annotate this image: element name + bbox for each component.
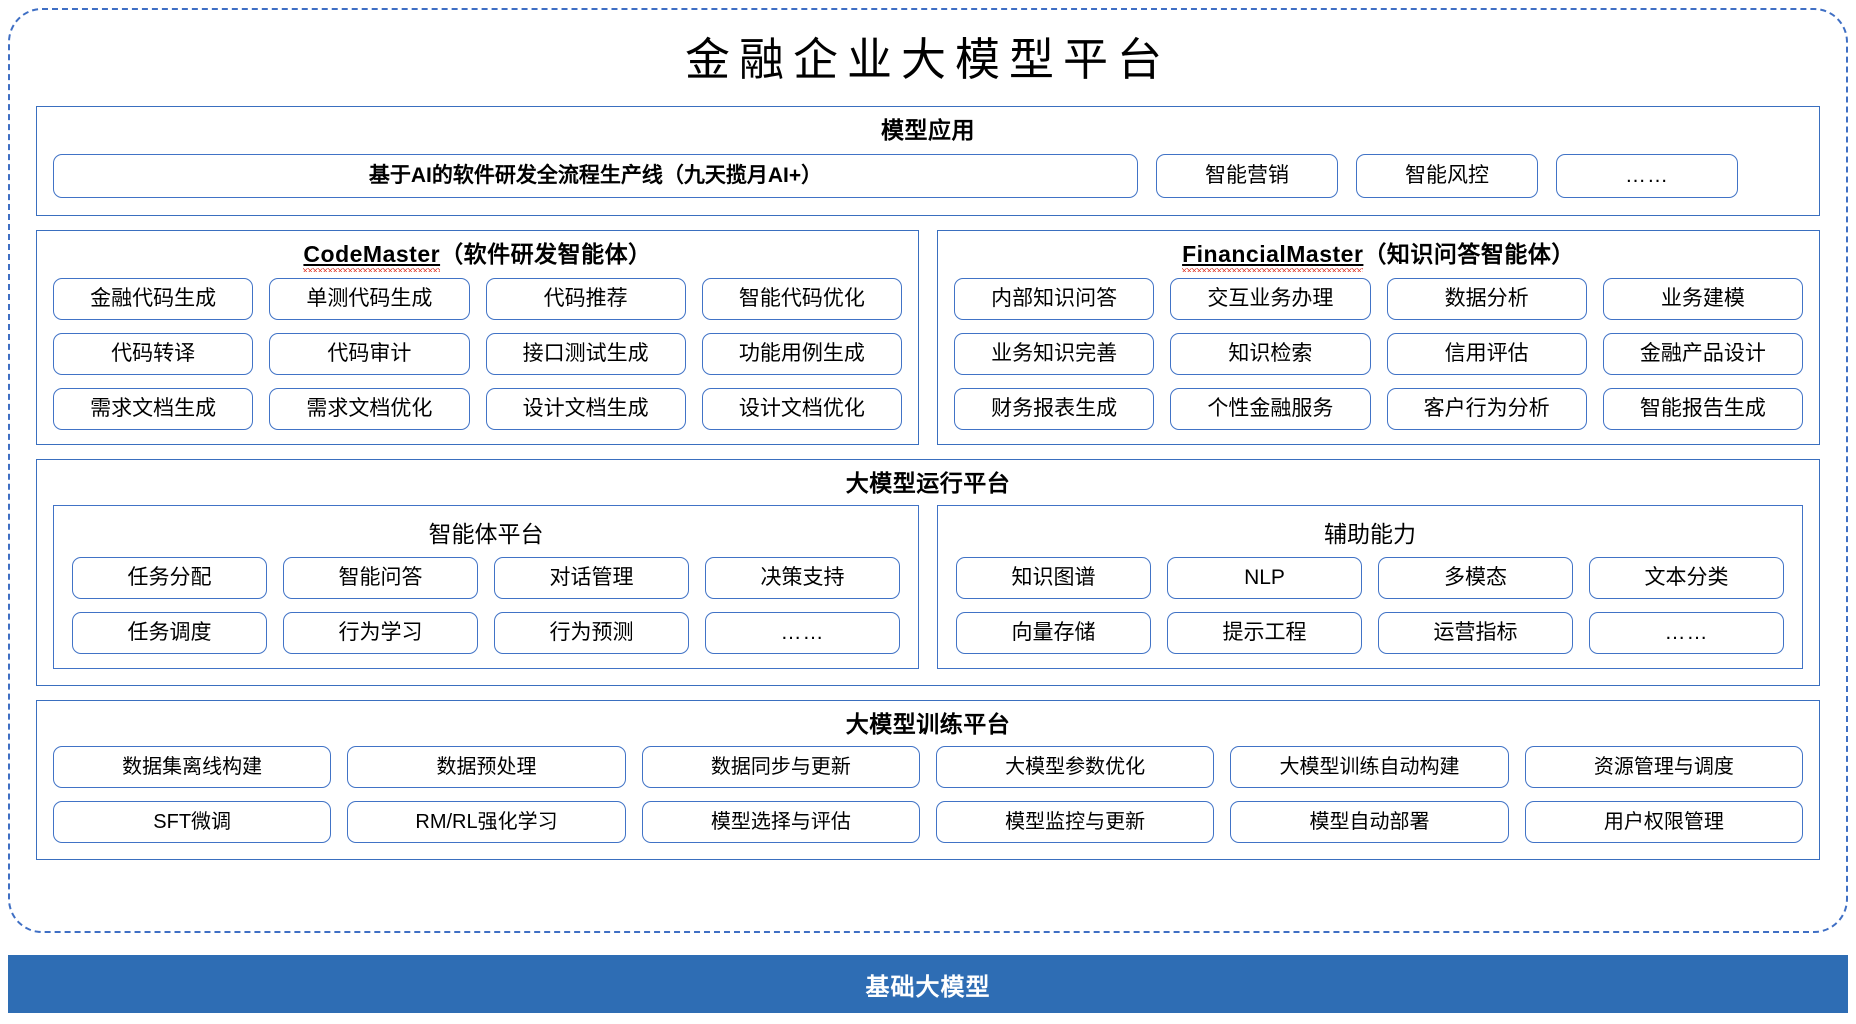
app-item-more[interactable]: …… [1556,153,1738,198]
training-item[interactable]: RM/RL强化学习 [347,801,626,844]
capability-item[interactable]: 接口测试生成 [485,332,686,375]
capability-item[interactable]: 需求文档生成 [53,387,254,430]
section-agents: CodeMaster（软件研发智能体） 金融代码生成 单测代码生成 代码推荐 智… [36,229,1820,445]
capability-item[interactable]: 智能报告生成 [1602,387,1803,430]
capability-item[interactable]: 金融代码生成 [53,277,254,320]
capability-item[interactable]: 智能代码优化 [701,277,902,320]
capability-item[interactable]: 业务建模 [1602,277,1803,320]
capability-item[interactable]: 业务知识完善 [954,332,1155,375]
base-model-bar: 基础大模型 [8,955,1848,1013]
runtime-item[interactable]: 决策支持 [705,557,900,600]
subpanel-title-agent-platform: 智能体平台 [428,521,544,548]
capability-item[interactable]: 设计文档优化 [701,387,902,430]
training-item[interactable]: 数据预处理 [347,746,626,789]
panel-title-financialmaster: FinancialMaster（知识问答智能体） [938,231,1819,276]
training-item[interactable]: 数据同步与更新 [641,746,920,789]
app-item-smart-risk-control[interactable]: 智能风控 [1356,153,1538,198]
app-item-smart-marketing[interactable]: 智能营销 [1156,153,1338,198]
app-item-ai-pipeline[interactable]: 基于AI的软件研发全流程生产线（九天揽月AI+） [53,153,1138,198]
training-item[interactable]: 大模型训练自动构建 [1230,746,1509,789]
runtime-item[interactable]: 多模态 [1378,557,1573,600]
training-item[interactable]: 用户权限管理 [1524,801,1803,844]
section-model-applications: 模型应用 基于AI的软件研发全流程生产线（九天揽月AI+） 智能营销 智能风控 … [36,105,1820,216]
auxiliary-capability-grid: 知识图谱 NLP 多模态 文本分类 向量存储 提示工程 运营指标 …… [938,557,1802,655]
base-model-label: 基础大模型 [865,973,991,1001]
codemaster-name-cn: （软件研发智能体） [440,240,652,267]
capability-item[interactable]: 数据分析 [1386,277,1587,320]
subpanel-auxiliary-capability: 辅助能力 知识图谱 NLP 多模态 文本分类 向量存储 提示工程 运营指标 …… [937,505,1803,670]
runtime-item[interactable]: 任务分配 [72,557,267,600]
training-item[interactable]: 模型选择与评估 [641,801,920,844]
capability-item[interactable]: 财务报表生成 [954,387,1155,430]
runtime-subpanels: 智能体平台 任务分配 智能问答 对话管理 决策支持 任务调度 行为学习 行为预测… [37,505,1819,670]
runtime-item[interactable]: 提示工程 [1167,612,1362,655]
runtime-item[interactable]: 任务调度 [72,612,267,655]
section-training-platform: 大模型训练平台 数据集离线构建 数据预处理 数据同步与更新 大模型参数优化 大模… [36,700,1820,861]
financialmaster-name-en: FinancialMaster [1182,240,1364,273]
runtime-item[interactable]: 智能问答 [283,557,478,600]
runtime-item[interactable]: 文本分类 [1589,557,1784,600]
capability-item[interactable]: 客户行为分析 [1386,387,1587,430]
training-item[interactable]: 大模型参数优化 [936,746,1215,789]
financialmaster-name-cn: （知识问答智能体） [1363,240,1575,267]
runtime-item[interactable]: 向量存储 [956,612,1151,655]
panel-title-codemaster: CodeMaster（软件研发智能体） [37,231,918,276]
training-item[interactable]: 资源管理与调度 [1524,746,1803,789]
capability-item[interactable]: 功能用例生成 [701,332,902,375]
capability-item[interactable]: 金融产品设计 [1602,332,1803,375]
section-title-runtime-platform: 大模型运行平台 [845,469,1011,496]
codemaster-name-en: CodeMaster [303,240,441,273]
training-platform-grid: 数据集离线构建 数据预处理 数据同步与更新 大模型参数优化 大模型训练自动构建 … [37,746,1819,844]
section-title-training-platform: 大模型训练平台 [845,711,1011,738]
runtime-item[interactable]: 行为学习 [283,612,478,655]
capability-item[interactable]: 信用评估 [1386,332,1587,375]
capability-item[interactable]: 内部知识问答 [954,277,1155,320]
runtime-item[interactable]: NLP [1167,557,1362,600]
capability-item[interactable]: 代码推荐 [485,277,686,320]
outer-dashed-frame: 金融企业大模型平台 模型应用 基于AI的软件研发全流程生产线（九天揽月AI+） … [8,8,1848,933]
subpanel-agent-platform: 智能体平台 任务分配 智能问答 对话管理 决策支持 任务调度 行为学习 行为预测… [53,505,919,670]
capability-item[interactable]: 个性金融服务 [1170,387,1371,430]
panel-financialmaster: FinancialMaster（知识问答智能体） 内部知识问答 交互业务办理 数… [937,229,1820,445]
capability-item[interactable]: 设计文档生成 [485,387,686,430]
runtime-item[interactable]: 运营指标 [1378,612,1573,655]
page-title: 金融企业大模型平台 [684,35,1171,85]
training-item[interactable]: SFT微调 [53,801,332,844]
runtime-item[interactable]: 对话管理 [494,557,689,600]
subpanel-title-auxiliary-capability: 辅助能力 [1324,521,1416,548]
training-item[interactable]: 模型监控与更新 [936,801,1215,844]
training-item[interactable]: 模型自动部署 [1230,801,1509,844]
runtime-item-more[interactable]: …… [705,612,900,655]
agent-platform-grid: 任务分配 智能问答 对话管理 决策支持 任务调度 行为学习 行为预测 …… [54,557,918,655]
model-applications-row: 基于AI的软件研发全流程生产线（九天揽月AI+） 智能营销 智能风控 …… [37,153,1819,198]
section-runtime-platform: 大模型运行平台 智能体平台 任务分配 智能问答 对话管理 决策支持 任务调度 行… [36,458,1820,687]
runtime-item-more[interactable]: …… [1589,612,1784,655]
capability-item[interactable]: 代码审计 [269,332,470,375]
capability-item[interactable]: 交互业务办理 [1170,277,1371,320]
training-item[interactable]: 数据集离线构建 [53,746,332,789]
capability-item[interactable]: 单测代码生成 [269,277,470,320]
capability-item[interactable]: 需求文档优化 [269,387,470,430]
section-title-model-applications: 模型应用 [881,116,975,143]
financialmaster-capability-grid: 内部知识问答 交互业务办理 数据分析 业务建模 业务知识完善 知识检索 信用评估… [938,276,1819,430]
capability-item[interactable]: 代码转译 [53,332,254,375]
panel-codemaster: CodeMaster（软件研发智能体） 金融代码生成 单测代码生成 代码推荐 智… [36,229,919,445]
capability-item[interactable]: 知识检索 [1170,332,1371,375]
runtime-item[interactable]: 行为预测 [494,612,689,655]
codemaster-capability-grid: 金融代码生成 单测代码生成 代码推荐 智能代码优化 代码转译 代码审计 接口测试… [37,276,918,430]
runtime-item[interactable]: 知识图谱 [956,557,1151,600]
